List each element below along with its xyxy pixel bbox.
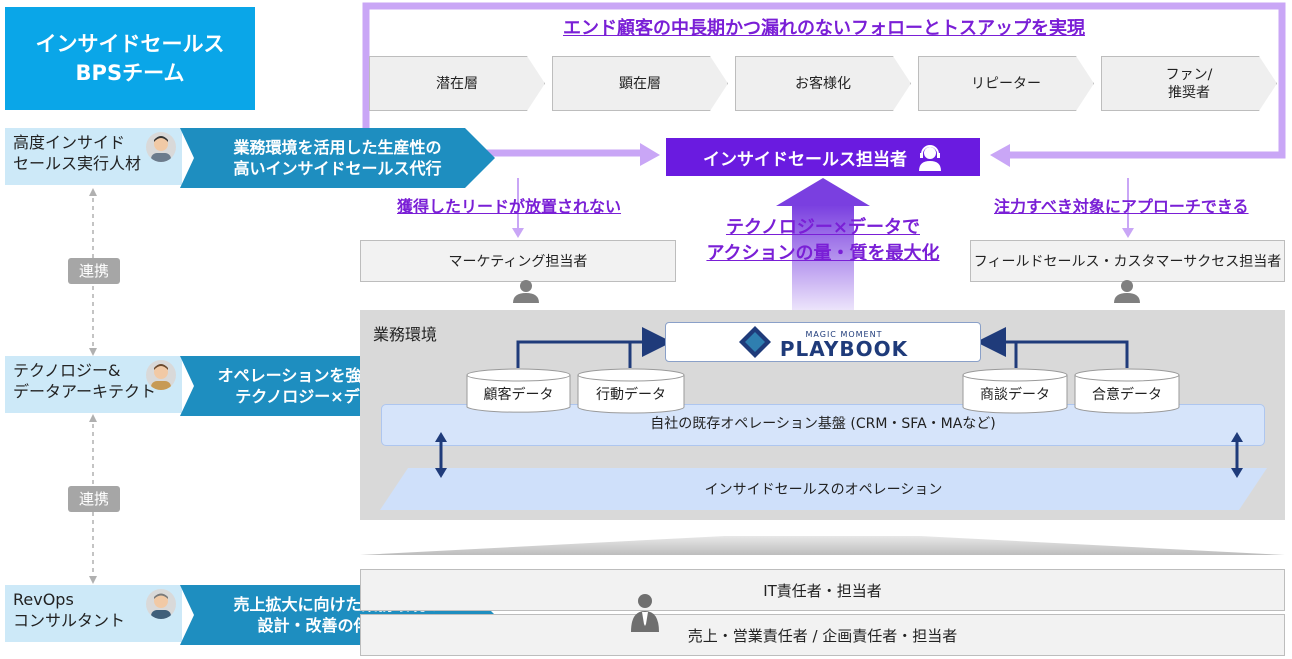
data-store-label: 顧客データ — [483, 387, 554, 403]
role-label: コンサルタント — [13, 611, 126, 630]
playbook-big-text: PLAYBOOK — [779, 337, 909, 361]
inside-sales-label: インサイドセールス担当者 — [703, 149, 907, 170]
stage-manifest: 顕在層 — [552, 56, 728, 111]
person-avatar-icon — [146, 132, 176, 162]
stage-label: 顕在層 — [619, 75, 661, 92]
center-label-line: テクノロジー×データで — [725, 217, 920, 238]
person-avatar-icon — [146, 360, 176, 390]
panel-title: 業務環境 — [373, 325, 438, 344]
purple-loop-frame — [362, 2, 1286, 159]
platform-label: 自社の既存オペレーション基盤 (CRM・SFA・MAなど) — [650, 416, 996, 432]
role-label: テクノロジー& — [13, 361, 121, 380]
data-store-label: 合意データ — [1092, 387, 1162, 403]
renkei-badge: 連携 — [68, 486, 120, 512]
ribbon-text: 高いインサイドセールス代行 — [233, 159, 442, 178]
stage-customer: お客様化 — [735, 56, 911, 111]
role-label: セールス実行人材 — [13, 154, 142, 173]
stage-latent: 潜在層 — [369, 56, 545, 111]
frame-arrow-left — [640, 143, 660, 166]
person-icon — [513, 280, 539, 303]
data-store-label: 行動データ — [596, 387, 666, 403]
team-title-line1: インサイドセールス — [35, 31, 225, 56]
sales-manager-box: 売上・営業責任者 / 企画責任者・担当者 — [360, 614, 1285, 656]
right-benefit-label: 注力すべき対象にアプローチできる — [994, 197, 1249, 216]
headset-person-icon — [919, 145, 941, 171]
it-manager-box: IT責任者・担当者 — [360, 569, 1285, 611]
person-avatar-icon — [146, 589, 176, 619]
playbook-logo-icon — [738, 326, 771, 358]
role-label: RevOps — [13, 590, 74, 609]
data-store-cylinder: 商談データ — [962, 368, 1068, 414]
marketing-label: マーケティング担当者 — [448, 254, 588, 270]
person-icon — [1114, 280, 1140, 303]
data-store-label: 商談データ — [980, 387, 1050, 403]
playbook-logo-box: MAGIC MOMENT PLAYBOOK — [665, 322, 981, 362]
role-label: 高度インサイド — [13, 133, 126, 152]
field-sales-box: フィールドセールス・カスタマーサクセス担当者 — [970, 240, 1285, 282]
gradient-up-arrow — [792, 205, 854, 310]
left-benefit-label: 獲得したリードが放置されない — [397, 197, 622, 216]
it-manager-label: IT責任者・担当者 — [763, 581, 882, 600]
data-store-cylinder: 合意データ — [1074, 368, 1180, 414]
frame-arrow-right — [990, 144, 1010, 167]
field-sales-label: フィールドセールス・カスタマーサクセス担当者 — [973, 254, 1282, 270]
operation-band: インサイドセールスのオペレーション — [380, 468, 1267, 510]
stage-label: 潜在層 — [436, 75, 478, 92]
role-label: データアーキテクト — [13, 382, 157, 401]
center-label-line: アクションの量・質を最大化 — [706, 243, 940, 264]
sales-manager-label: 売上・営業責任者 / 企画責任者・担当者 — [687, 626, 958, 645]
data-store-cylinder: 行動データ — [577, 368, 685, 414]
top-title: エンド顧客の中長期かつ漏れのないフォローとトスアップを実現 — [563, 18, 1085, 39]
stage-repeater: リピーター — [918, 56, 1094, 111]
inside-sales-bar: インサイドセールス担当者 — [666, 138, 980, 176]
ribbon-text: 業務環境を活用した生産性の — [233, 138, 442, 157]
playbook-small-text: MAGIC MOMENT — [805, 330, 883, 339]
stage-label: 推奨者 — [1168, 84, 1210, 101]
stage-fan: ファン/推奨者 — [1101, 56, 1277, 111]
separator-trapezoid — [360, 536, 1285, 555]
data-store-cylinder: 顧客データ — [466, 368, 571, 414]
marketing-box: マーケティング担当者 — [360, 240, 676, 282]
operation-label: インサイドセールスのオペレーション — [704, 482, 943, 498]
team-title-box: インサイドセールス BPSチーム — [5, 7, 255, 110]
ribbon-sales: 業務環境を活用した生産性の 高いインサイドセールス代行 — [180, 128, 495, 188]
stage-label: お客様化 — [795, 75, 851, 92]
team-title-line2: BPSチーム — [75, 60, 185, 85]
center-benefit-label: テクノロジー×データで アクションの量・質を最大化 — [692, 215, 954, 267]
renkei-badge: 連携 — [68, 258, 120, 284]
stage-label: リピーター — [971, 75, 1041, 92]
stage-label: ファン/ — [1165, 66, 1213, 83]
business-person-icon — [631, 594, 659, 632]
data-flow-arrows — [435, 327, 1243, 478]
